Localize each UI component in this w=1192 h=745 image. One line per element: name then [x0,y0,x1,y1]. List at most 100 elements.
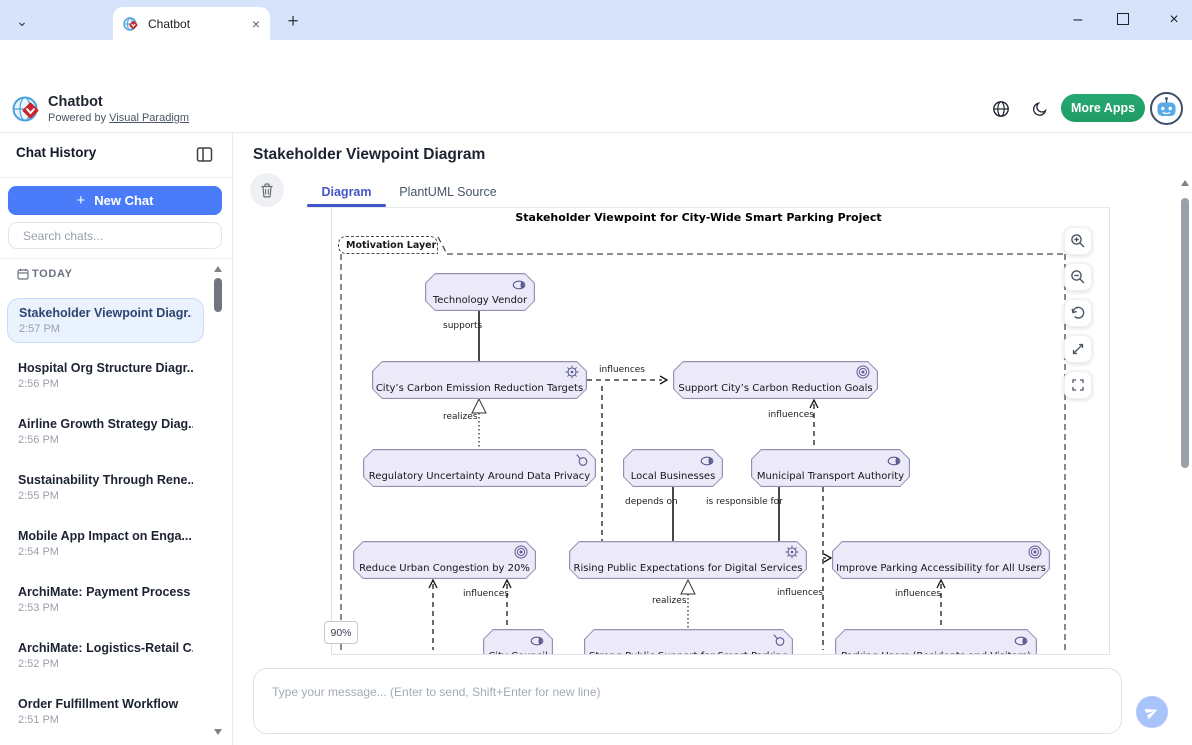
delete-chat-button[interactable] [250,173,284,207]
node-label: Improve Parking Accessibility for All Us… [836,563,1046,574]
node-label: Reduce Urban Congestion by 20% [359,563,530,574]
driver-icon [565,365,579,384]
divider [0,258,233,259]
new-tab-icon[interactable]: + [287,11,299,32]
node-label: Strong Public Support for Smart Parking [586,651,791,654]
node-label: Regulatory Uncertainty Around Data Priva… [368,471,591,482]
message-input[interactable] [254,669,1121,733]
chat-title: Stakeholder Viewpoint Diagr... [19,306,192,320]
node-label: Local Businesses [630,471,716,482]
dark-mode-moon-icon[interactable] [1028,98,1050,120]
node-label: Rising Public Expectations for Digital S… [573,563,803,574]
powered-by-text: Powered by Visual Paradigm [48,112,189,124]
expand-button[interactable] [1064,335,1092,363]
zoom-out-button[interactable] [1064,263,1092,291]
node-label: Parking Users (Residents and Visitors) [837,651,1035,654]
node-parking-users[interactable]: Parking Users (Residents and Visitors) [835,629,1037,654]
tabs-border [305,207,1110,208]
language-globe-icon[interactable] [990,98,1012,120]
edge-label: depends on [625,497,678,507]
chat-time: 2:52 PM [18,658,59,670]
collapse-panel-icon[interactable] [193,143,215,165]
chat-history-title: Chat History [16,145,97,160]
scroll-down-icon[interactable] [214,729,222,735]
tab-diagram-label: Diagram [321,185,372,199]
node-reduce-congestion[interactable]: Reduce Urban Congestion by 20% [353,541,536,579]
new-chat-button[interactable]: + New Chat [8,186,222,215]
scroll-up-icon[interactable] [1181,180,1189,186]
chat-item[interactable]: Stakeholder Viewpoint Diagr... 2:57 PM [7,298,204,343]
edge-label: realizes [443,412,478,422]
visual-paradigm-link[interactable]: Visual Paradigm [109,112,190,124]
sidebar-scrollbar-thumb[interactable] [214,278,222,312]
more-apps-button[interactable]: More Apps [1061,94,1145,122]
chat-item[interactable]: Order Fulfillment Workflow 2:51 PM [7,690,204,735]
node-technology-vendor[interactable]: Technology Vendor [425,273,535,311]
window-minimize-icon[interactable]: – [1073,11,1083,28]
trash-icon [261,182,273,198]
tab-diagram[interactable]: Diagram [307,178,386,206]
node-label: Municipal Transport Authority [756,471,905,482]
main-scrollbar-thumb[interactable] [1181,198,1189,468]
window-maximize-icon[interactable] [1117,13,1129,25]
chat-time: 2:55 PM [18,490,59,502]
tab-plantuml-source[interactable]: PlantUML Source [386,178,510,206]
chatbot-avatar-icon[interactable] [1149,91,1184,126]
diagram-title: Stakeholder Viewpoint for City-Wide Smar… [515,211,882,224]
node-support-carbon-goals[interactable]: Support City’s Carbon Reduction Goals [673,361,878,399]
paper-plane-icon [1144,708,1158,720]
node-label: Support City’s Carbon Reduction Goals [678,383,873,394]
diagram-canvas[interactable]: Stakeholder Viewpoint for City-Wide Smar… [331,208,1110,655]
chat-time: 2:54 PM [18,546,59,558]
vp-logo-icon [11,93,43,125]
node-improve-accessibility[interactable]: Improve Parking Accessibility for All Us… [832,541,1050,579]
node-local-businesses[interactable]: Local Businesses [623,449,723,487]
tab-title: Chatbot [148,16,191,31]
node-regulatory-uncertainty[interactable]: Regulatory Uncertainty Around Data Priva… [363,449,596,487]
node-label: City’s Carbon Emission Reduction Targets [375,383,584,394]
chat-item[interactable]: Sustainability Through Rene... 2:55 PM [7,466,204,511]
browser-titlebar: ⌄ Chatbot × + – × [0,0,1192,40]
plus-icon: + [76,192,86,209]
node-citys-carbon-targets[interactable]: City’s Carbon Emission Reduction Targets [372,361,587,399]
node-rising-expectations[interactable]: Rising Public Expectations for Digital S… [569,541,807,579]
window-close-icon[interactable]: × [1169,11,1179,28]
send-button[interactable] [1136,696,1168,728]
chat-item[interactable]: Mobile App Impact on Enga... 2:54 PM [7,522,204,567]
node-label: City Council [485,651,551,654]
powered-by-prefix: Powered by [48,112,107,124]
chat-item[interactable]: Airline Growth Strategy Diag... 2:56 PM [7,410,204,455]
new-chat-label: New Chat [94,193,154,208]
zoom-in-button[interactable] [1064,227,1092,255]
chat-item[interactable]: Hospital Org Structure Diagr... 2:56 PM [7,354,204,399]
node-city-council[interactable]: City Council [483,629,553,654]
fullscreen-button[interactable] [1064,371,1092,399]
reset-view-button[interactable] [1064,299,1092,327]
chat-item[interactable]: ArchiMate: Logistics-Retail C... 2:52 PM [7,634,204,679]
goal-icon [856,365,870,384]
stakeholder-icon [1014,633,1029,651]
node-municipal-transport-authority[interactable]: Municipal Transport Authority [751,449,910,487]
browser-tab[interactable]: Chatbot × [113,7,270,40]
zoom-level-badge: 90% [324,621,358,644]
stakeholder-icon [887,453,902,471]
tab-close-icon[interactable]: × [251,15,260,32]
divider [0,177,233,178]
assessment-icon [575,453,588,471]
tab-source-label: PlantUML Source [399,185,497,199]
chat-title: Airline Growth Strategy Diag... [18,417,193,431]
chat-item[interactable]: ArchiMate: Payment Process ... 2:53 PM [7,578,204,623]
tab-search-icon[interactable]: ⌄ [16,12,28,29]
stakeholder-icon [700,453,715,471]
chat-time: 2:56 PM [18,378,59,390]
edge-label: is responsible for [706,497,783,507]
driver-icon [785,545,799,564]
chat-time: 2:51 PM [18,714,59,726]
search-chats-input[interactable]: Search chats... [8,222,222,249]
scroll-up-icon[interactable] [214,266,222,272]
stakeholder-icon [512,277,527,295]
search-placeholder: Search chats... [23,228,104,243]
node-strong-public-support[interactable]: Strong Public Support for Smart Parking [584,629,793,654]
app-title: Chatbot [48,94,103,110]
node-label: Technology Vendor [432,295,528,306]
